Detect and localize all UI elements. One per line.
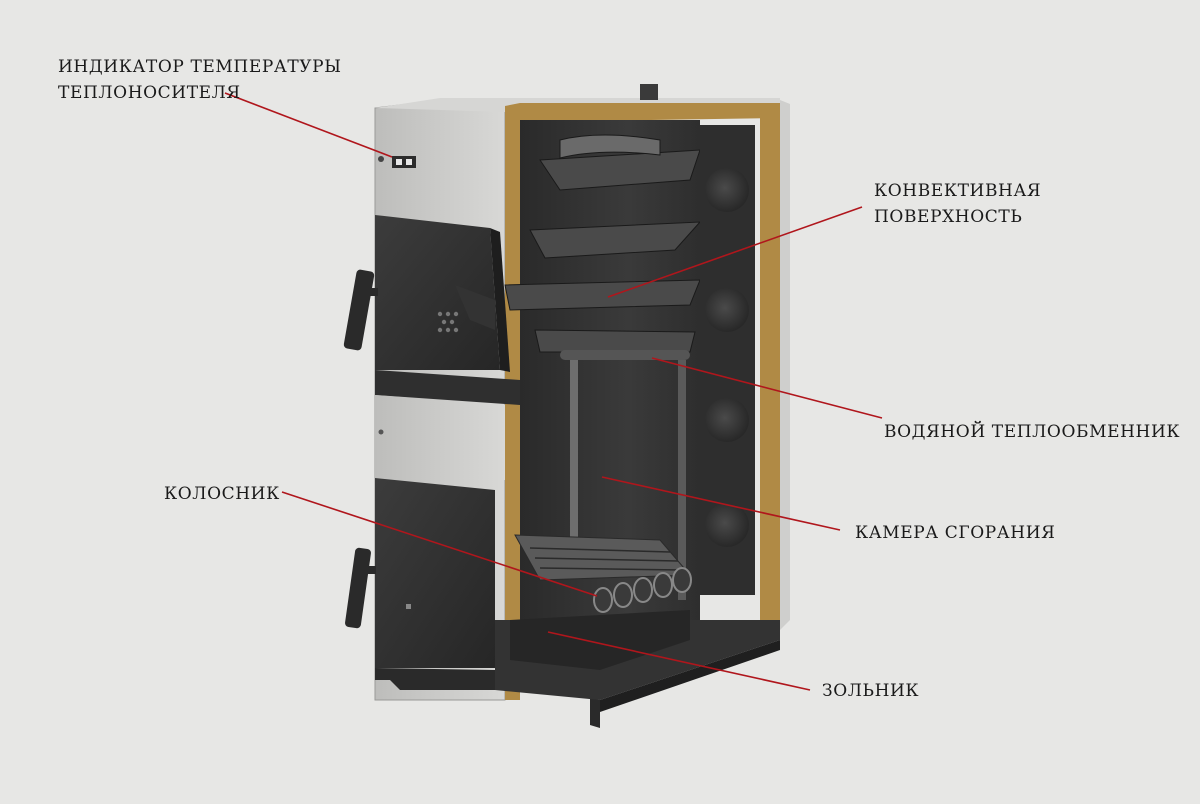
label-convective-surface: КОНВЕКТИВНАЯ ПОВЕРХНОСТЬ	[874, 181, 1042, 227]
label-grate: КОЛОСНИК	[164, 484, 280, 504]
ash-pan	[510, 610, 690, 670]
label-temperature-indicator: ИНДИКАТОР ТЕМПЕРАТУРЫ ТЕПЛОНОСИТЕЛЯ	[58, 57, 342, 103]
leader-line-heat-exchanger	[651, 357, 883, 419]
leader-line-grate	[281, 491, 598, 597]
leader-line-ash-pan	[547, 631, 811, 691]
heat-exchanger-column	[700, 125, 755, 595]
temperature-indicator-device	[378, 156, 416, 168]
leader-line-combustion	[601, 476, 841, 531]
lower-door-handle	[345, 547, 371, 629]
label-water-heat-exchanger: ВОДЯНОЙ ТЕПЛООБМЕННИК	[884, 422, 1181, 442]
leader-lines	[224, 92, 883, 691]
water-heat-exchanger-tubes	[560, 350, 690, 600]
chimney-stub	[640, 84, 658, 100]
lower-door	[345, 478, 495, 668]
upper-door-handle	[343, 269, 375, 351]
label-combustion-chamber: КАМЕРА СГОРАНИЯ	[855, 523, 1056, 543]
grate-bars	[514, 534, 692, 613]
upper-door	[343, 215, 510, 372]
convective-surface-baffles	[504, 134, 702, 353]
label-ash-pan: ЗОЛЬНИК	[822, 681, 920, 701]
leader-line-convective	[607, 206, 863, 298]
leader-line-temperature	[224, 92, 393, 158]
